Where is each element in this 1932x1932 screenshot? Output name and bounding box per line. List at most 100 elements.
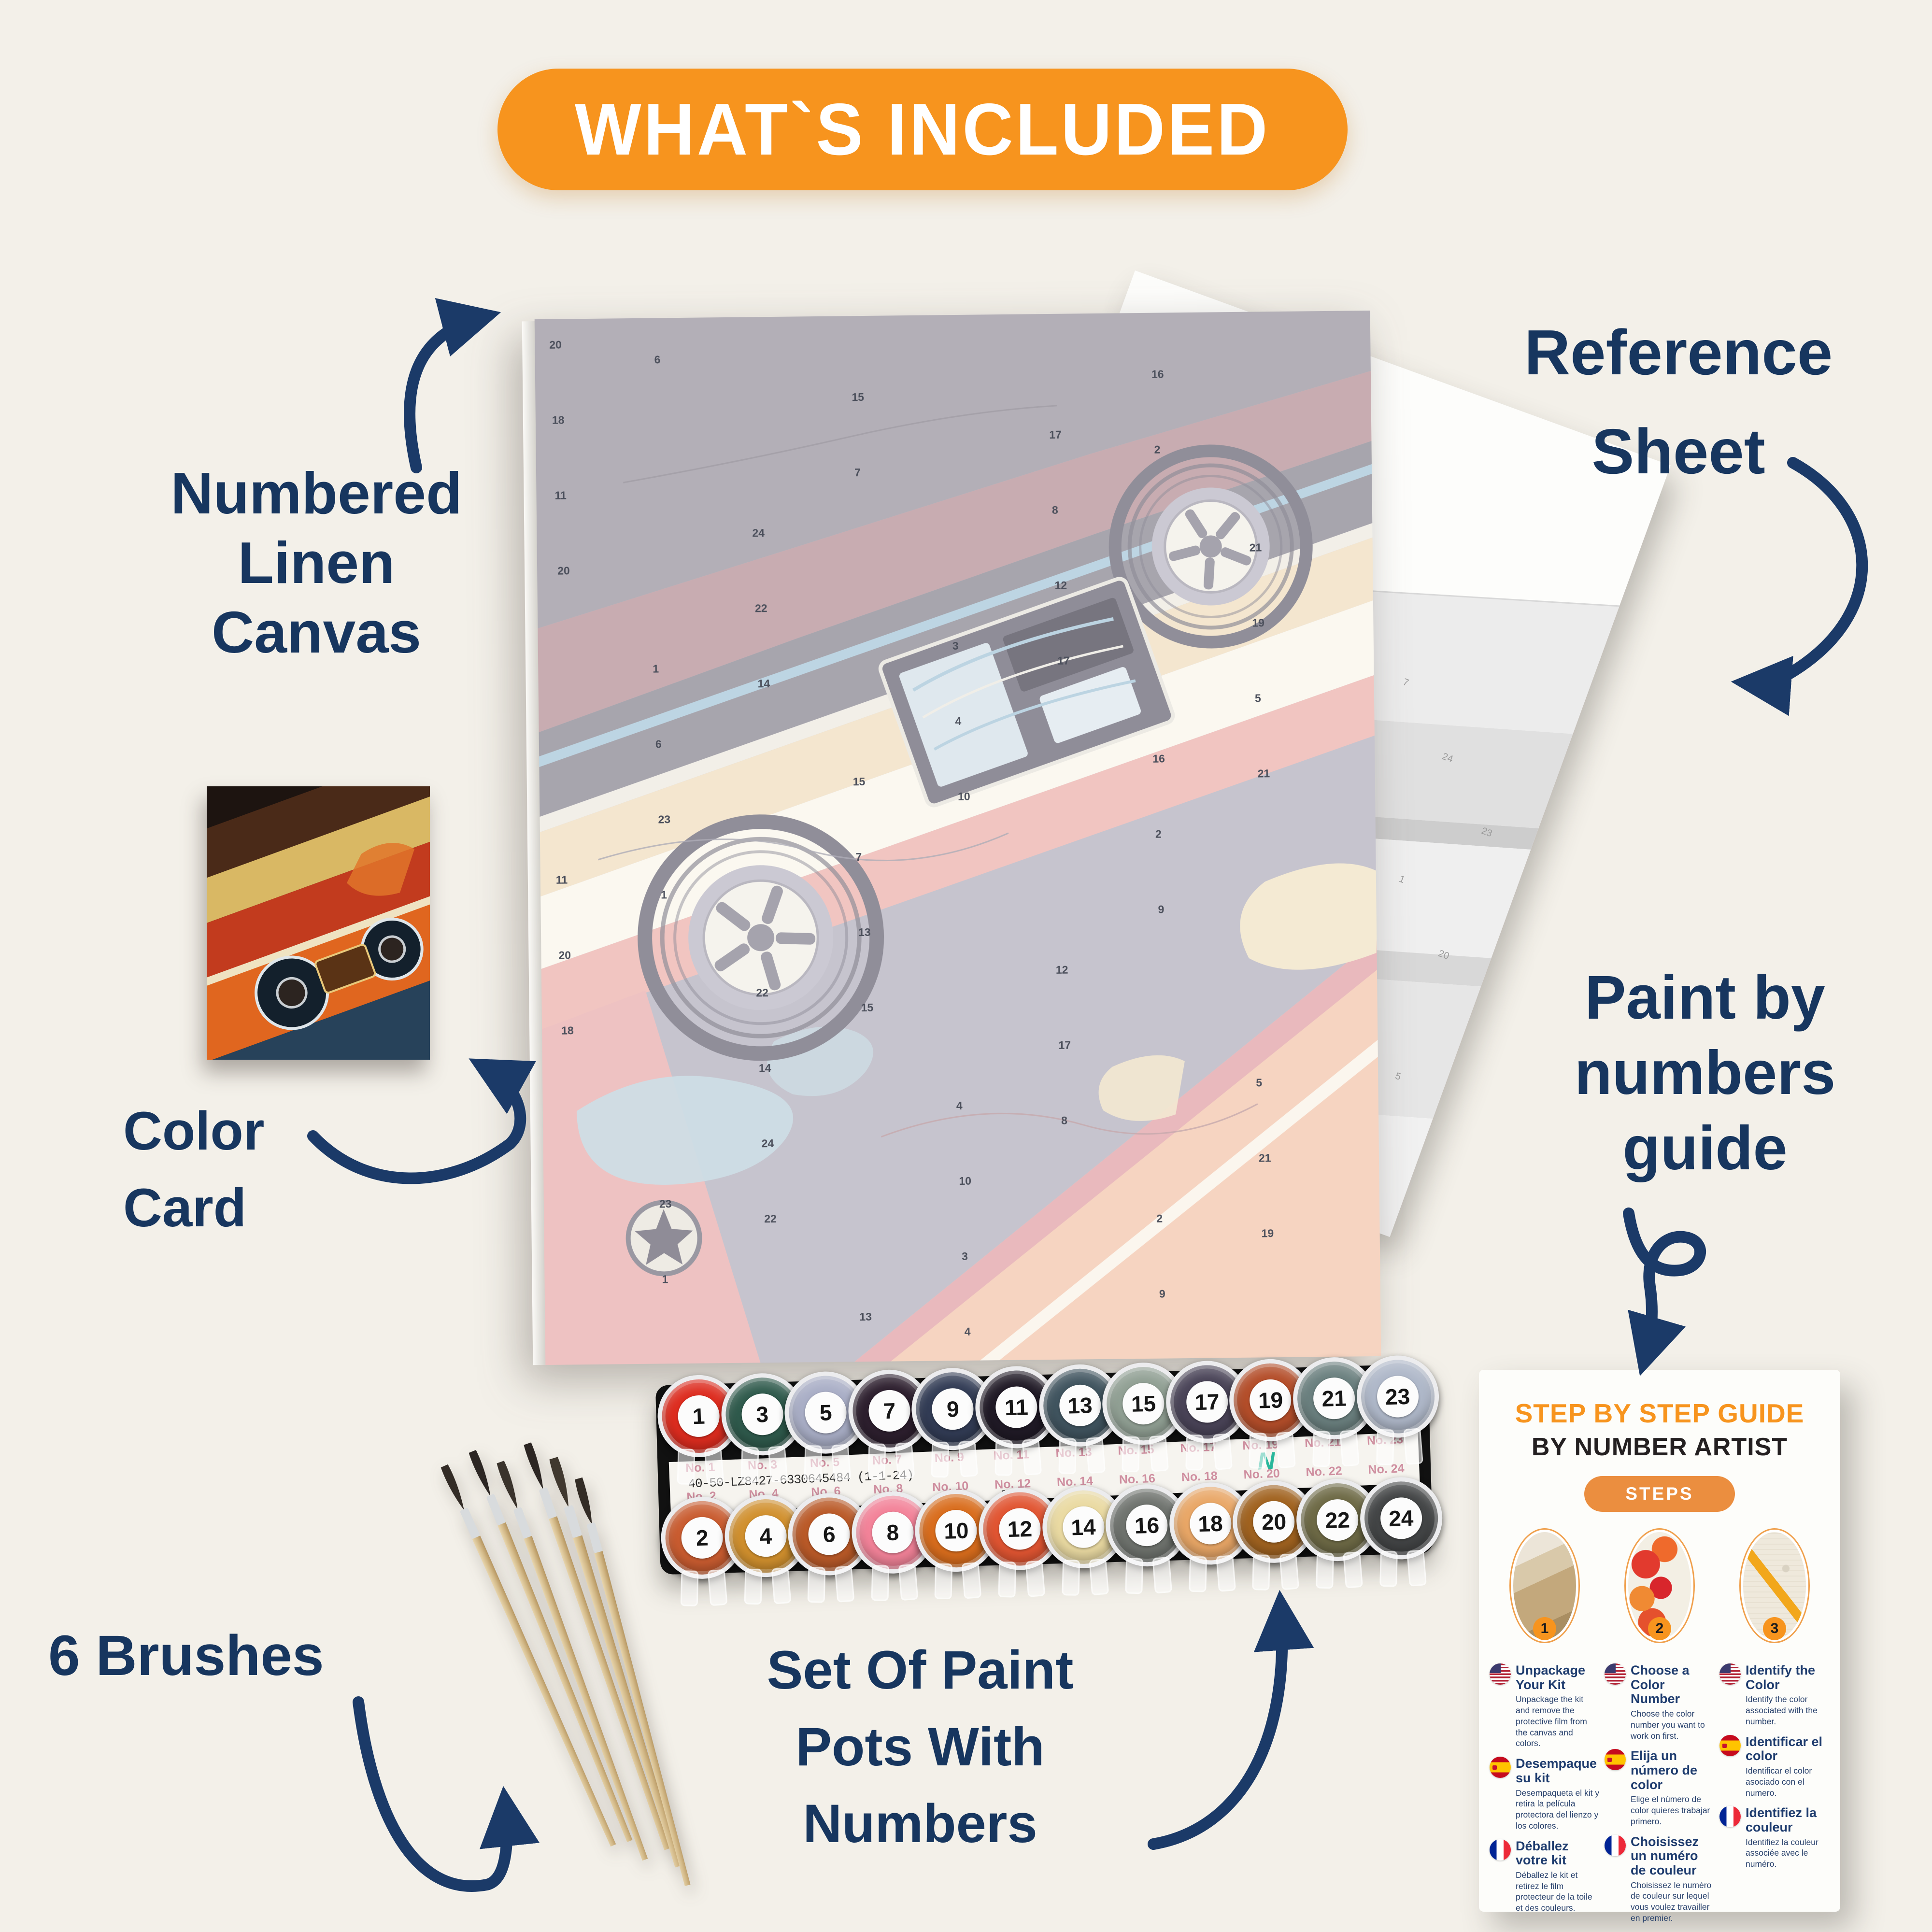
pot-tab [1343, 1551, 1363, 1589]
region-number: 7 [855, 851, 862, 864]
pot-tab [867, 1443, 886, 1480]
pot-tab [767, 1446, 788, 1483]
region-number: 9 [1159, 1287, 1165, 1300]
region-number: 15 [861, 1001, 874, 1014]
es-flag-icon [1605, 1749, 1626, 1771]
region-number: 5 [1256, 1076, 1263, 1089]
arrow-to-canvas [404, 298, 501, 473]
region-number: 17 [1058, 1038, 1071, 1051]
pot-tab [1376, 1429, 1394, 1465]
pot-tab [1085, 1436, 1106, 1474]
region-number: 11 [555, 873, 568, 886]
region-number: 21 [1258, 1151, 1271, 1165]
region-number: 14 [758, 1062, 771, 1075]
es-flag-icon [1719, 1734, 1741, 1756]
es-flag-icon [1490, 1757, 1511, 1778]
step-photo-frame: 3 [1739, 1528, 1810, 1643]
region-number: 20 [549, 338, 562, 351]
color-card-image [97, 719, 608, 1147]
region-number: 12 [1054, 579, 1067, 592]
region-number: 21 [1249, 541, 1262, 554]
pot-tab [1061, 1560, 1080, 1596]
pot-tab [1212, 1433, 1233, 1471]
pot-tab [1312, 1431, 1331, 1467]
step-number-badge: 1 [1533, 1617, 1556, 1640]
pot-tab [958, 1440, 979, 1477]
pot-tab [807, 1566, 826, 1603]
pot-tab [804, 1445, 823, 1481]
pot-tab [1022, 1438, 1042, 1476]
region-number: 3 [961, 1250, 968, 1263]
step-photo-frame: 2 [1624, 1528, 1695, 1643]
pot-tab [1252, 1554, 1271, 1591]
region-number: 4 [956, 1099, 963, 1112]
steps-pill: STEPS [1584, 1476, 1735, 1512]
label-reference-sheet: Reference Sheet [1524, 317, 1833, 487]
region-number: 18 [552, 413, 565, 426]
fr-flag-icon [1605, 1834, 1626, 1856]
pot-tab [998, 1561, 1017, 1598]
region-number: 1 [661, 888, 668, 901]
us-flag-icon [1719, 1663, 1741, 1685]
region-number: 24 [761, 1137, 774, 1150]
pot-tab [871, 1565, 890, 1602]
region-number: 16 [1151, 368, 1164, 381]
pot-tab [1276, 1431, 1296, 1469]
arrow-to-tray [1148, 1590, 1314, 1850]
pot-tab [1403, 1428, 1423, 1465]
region-number: 2 [1155, 827, 1162, 840]
guide-subtitle: BY NUMBER ARTIST [1531, 1433, 1788, 1461]
region-number: 3 [952, 639, 959, 653]
pot-tab [1025, 1560, 1046, 1597]
us-flag-icon [1490, 1663, 1511, 1685]
pot-tab [1316, 1552, 1334, 1589]
whats-included-banner: WHAT`S INCLUDED [497, 69, 1348, 190]
region-number: 14 [757, 677, 770, 690]
region-number: 23 [659, 1197, 672, 1210]
step-photo-frame: 1 [1509, 1528, 1580, 1643]
step-guide-card: STEP BY STEP GUIDE BY NUMBER ARTIST STEP… [1479, 1370, 1840, 1923]
region-number: 22 [754, 602, 767, 615]
label-color-card: Color Card [123, 1101, 265, 1238]
pot-tab [771, 1567, 792, 1605]
region-number: 19 [1252, 616, 1265, 629]
pot-tab [994, 1439, 1013, 1476]
region-number: 15 [852, 390, 865, 404]
region-number: 5 [1254, 692, 1261, 705]
region-number: 7 [854, 466, 861, 479]
pot-tab [1058, 1438, 1077, 1475]
region-number: 13 [859, 1310, 872, 1323]
region-number: 8 [1061, 1114, 1068, 1127]
pot-tab [1406, 1549, 1427, 1587]
label-6-brushes: 6 Brushes [48, 1624, 324, 1688]
canvas-artwork [534, 311, 1381, 1365]
guide-title: STEP BY STEP GUIDE [1515, 1398, 1804, 1428]
banner-text: WHAT`S INCLUDED [575, 88, 1270, 170]
region-number: 2 [1154, 443, 1161, 456]
region-number: 8 [1051, 503, 1058, 516]
region-number: 6 [654, 353, 661, 366]
region-number: 20 [557, 564, 570, 577]
region-number: 21 [1257, 767, 1270, 780]
region-number: 13 [858, 925, 871, 939]
arrow-to-guide-card [1623, 1208, 1706, 1376]
no-label: No. 18 [1181, 1469, 1218, 1484]
step-number-badge: 3 [1763, 1617, 1786, 1640]
region-number: 1 [662, 1273, 668, 1286]
pot-tab [1185, 1434, 1204, 1471]
region-number: 10 [959, 1174, 972, 1188]
region-number: 10 [957, 790, 970, 803]
fr-flag-icon [1719, 1806, 1741, 1828]
brushes-image [440, 1442, 691, 1886]
